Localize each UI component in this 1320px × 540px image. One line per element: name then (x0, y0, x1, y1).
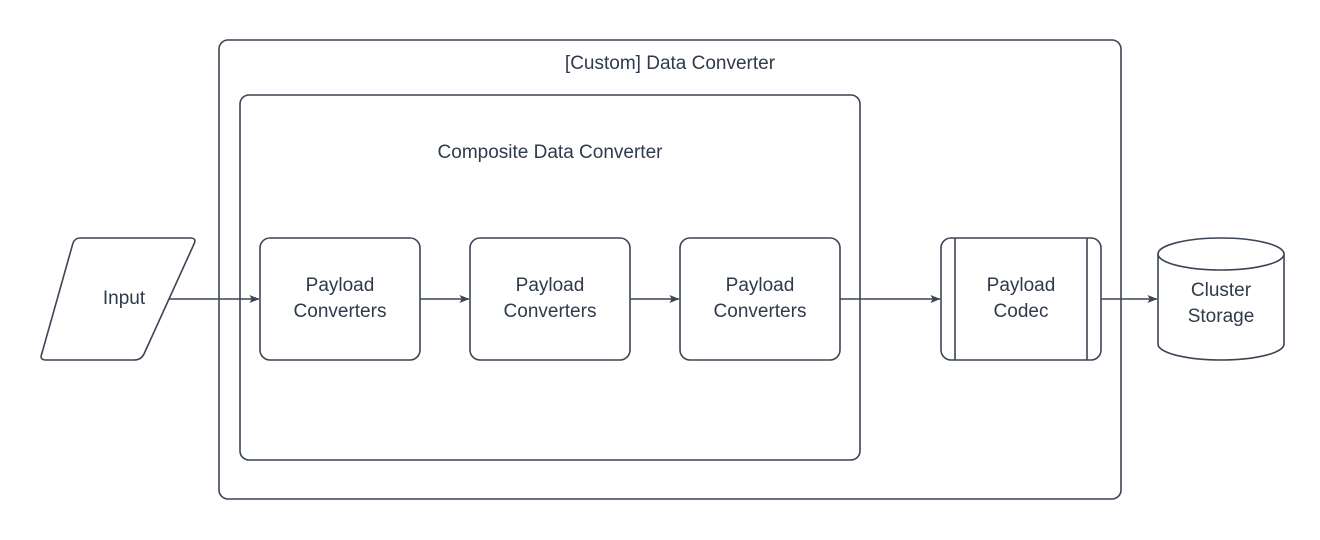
payload-codec-shape (940, 237, 1102, 361)
input-shape (40, 237, 196, 361)
inner-container-title: Composite Data Converter (437, 142, 663, 163)
cluster-storage-body (1157, 254, 1285, 361)
converter-2-shape (469, 237, 631, 361)
converter-1-shape (259, 237, 421, 361)
cluster-storage-top (1157, 237, 1285, 271)
converter-3-shape (679, 237, 841, 361)
outer-container-title: [Custom] Data Converter (564, 53, 776, 74)
